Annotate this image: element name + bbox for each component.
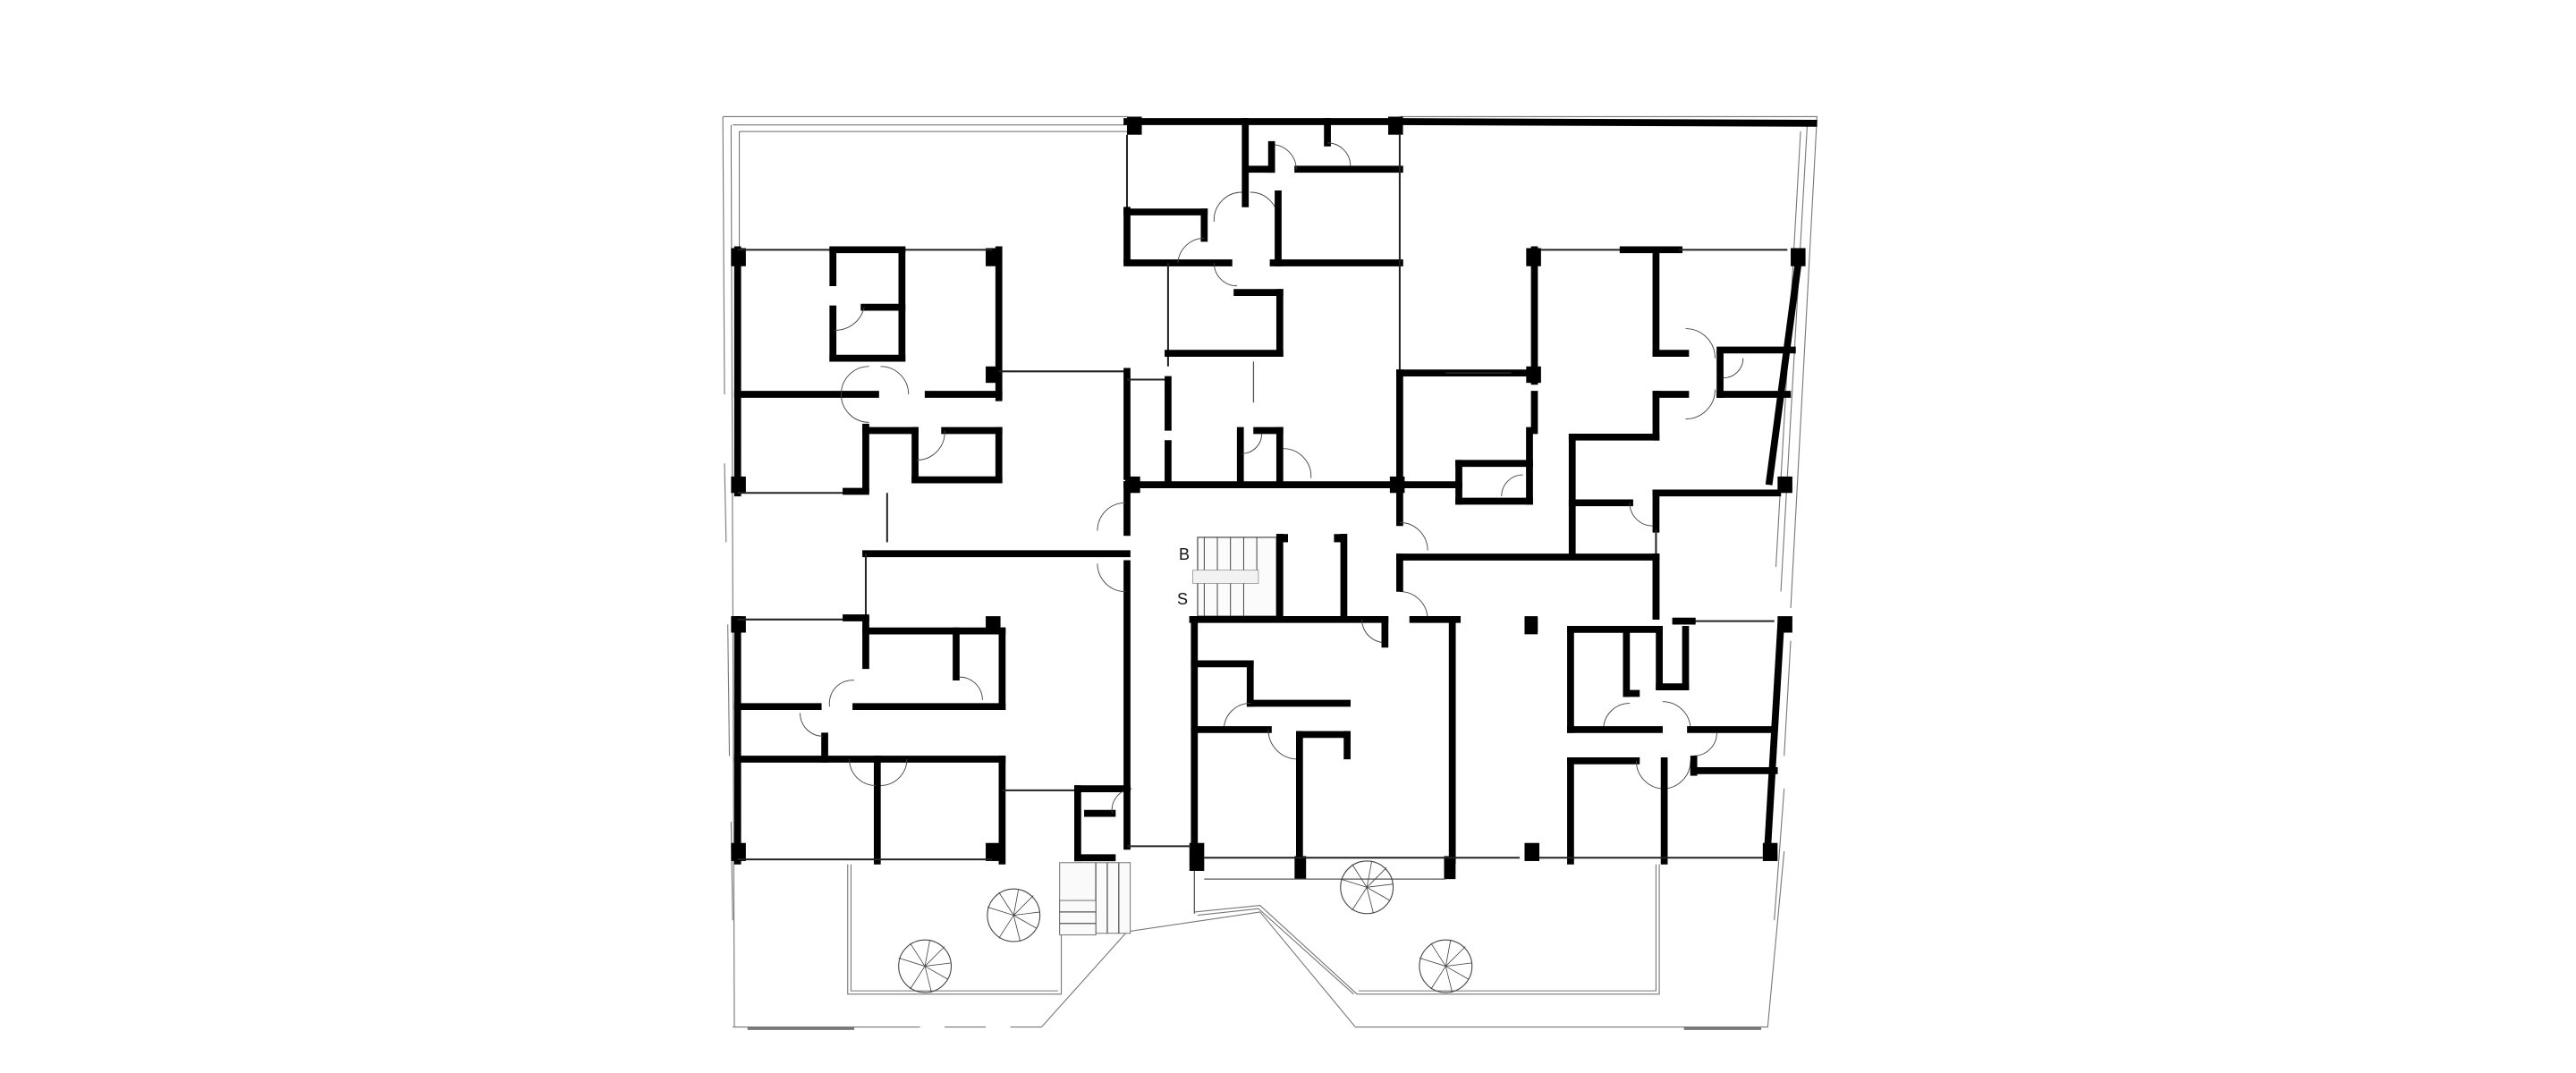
wing-north-center — [1123, 118, 1818, 488]
wing-north-east — [1396, 246, 1803, 620]
right-terrace — [1194, 864, 1660, 995]
stair-label-up: B — [1179, 545, 1191, 563]
central-staircase — [1192, 536, 1277, 617]
tree-2 — [898, 939, 953, 993]
tree-3 — [1340, 860, 1394, 915]
wing-south-east — [1524, 553, 1785, 865]
central-core — [1097, 481, 1660, 850]
wing-south-center — [1191, 615, 1520, 914]
wing-north-west — [733, 246, 1124, 543]
stair-label-down: S — [1177, 590, 1189, 608]
structural-columns — [731, 116, 1806, 880]
tree-4 — [1419, 939, 1473, 993]
wing-south-west — [733, 550, 1132, 865]
left-terrace — [847, 862, 1131, 995]
tree-1 — [987, 888, 1041, 942]
